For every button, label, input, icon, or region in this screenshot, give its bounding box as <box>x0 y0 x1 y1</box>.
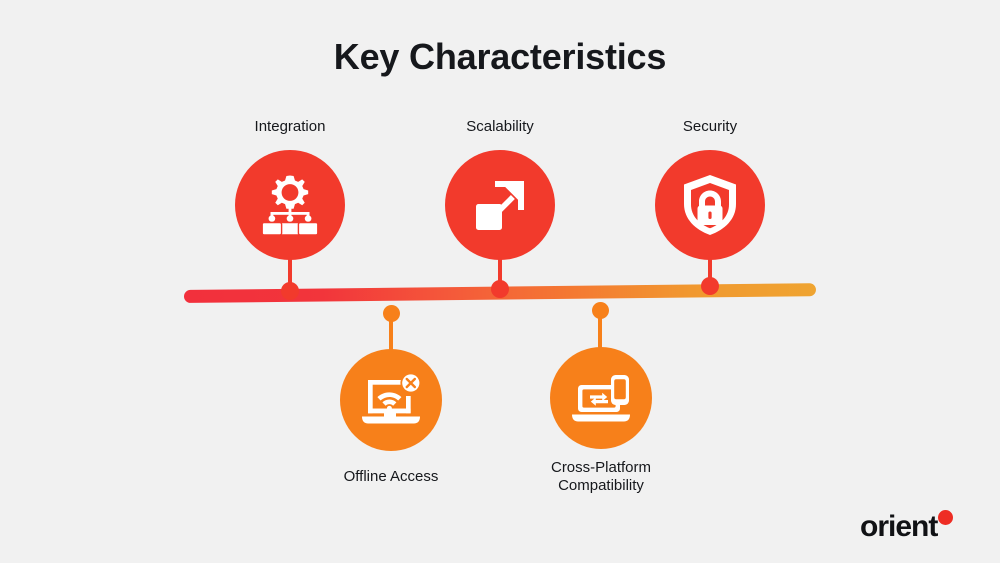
orient-logo: orient <box>860 510 954 543</box>
connector-dot-integration <box>281 282 299 300</box>
node-label-offline-access: Offline Access <box>343 468 439 485</box>
page-title: Key Characteristics <box>333 36 667 77</box>
icon-circle-integration[interactable] <box>235 150 345 260</box>
icon-circle-offline-access[interactable] <box>340 349 442 451</box>
expand-arrow-squares-icon <box>476 181 524 230</box>
connector-dot-scalability <box>491 280 509 298</box>
connector-stem-integration <box>288 258 292 296</box>
icon-circle-security[interactable] <box>655 150 765 260</box>
gear-hierarchy-icon <box>261 175 319 236</box>
logo-wordmark: orient <box>860 510 938 543</box>
node-label-scalability: Scalability <box>466 118 534 135</box>
shield-lock-icon <box>684 175 736 235</box>
connector-stem-cross-platform <box>598 309 602 349</box>
logo-dot-icon <box>938 510 954 525</box>
connector-stem-scalability <box>498 258 502 293</box>
node-label-integration: Integration <box>254 118 326 135</box>
icon-circle-scalability[interactable] <box>445 150 555 260</box>
laptop-phone-sync-icon <box>572 375 630 422</box>
node-label-security: Security <box>682 118 738 135</box>
connector-stem-offline-access <box>389 312 393 352</box>
node-label-cross-platform-line1: Cross-Platform <box>550 459 651 476</box>
connector-dot-security <box>701 277 719 295</box>
laptop-wifi-off-icon <box>362 372 422 424</box>
node-label-cross-platform-line2: Compatibility <box>558 477 644 494</box>
icon-circle-cross-platform[interactable] <box>550 347 652 449</box>
connector-stem-security <box>708 258 712 289</box>
